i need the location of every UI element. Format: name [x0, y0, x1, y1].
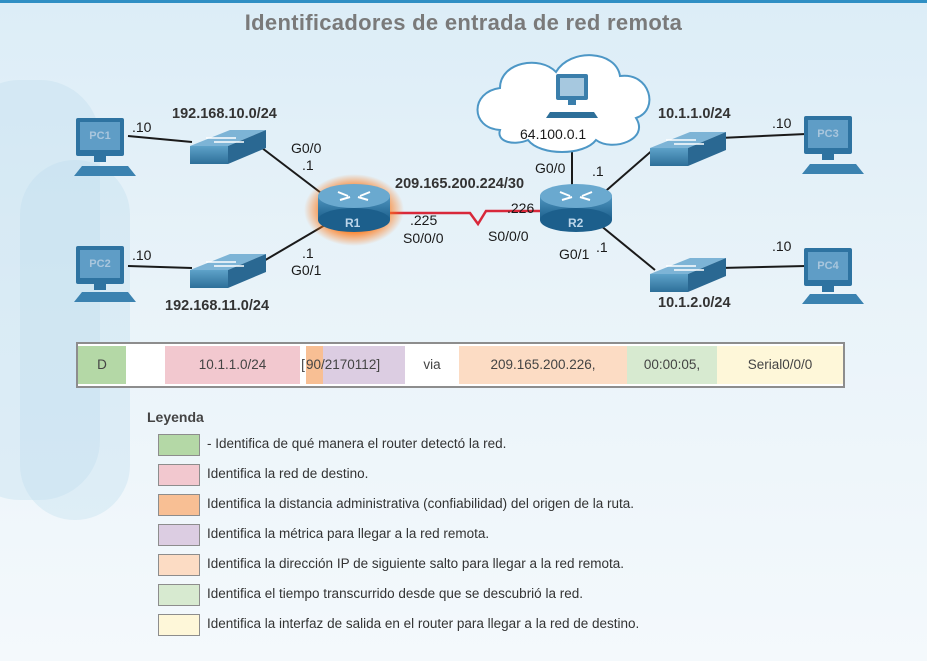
legend-text: Identifica la dirección IP de siguiente …	[207, 556, 624, 571]
pc3-label: PC3	[817, 128, 839, 140]
route-network: 10.1.1.0/24	[165, 346, 300, 384]
pc3-computer	[802, 116, 864, 174]
interface-label: G0/1	[291, 262, 322, 278]
switch-192-168-11	[190, 254, 266, 288]
legend-swatch	[158, 524, 200, 546]
pc1-computer	[74, 118, 136, 176]
serial-link	[390, 209, 545, 227]
legend-swatch	[158, 584, 200, 606]
interface-host-label: .225	[410, 212, 438, 228]
host-label: .10	[132, 247, 152, 263]
legend-text: Identifica la distancia administrativa (…	[207, 496, 634, 511]
interface-label: G0/1	[559, 246, 590, 262]
page-title: Identificadores de entrada de red remota	[244, 10, 683, 35]
network-label: 10.1.2.0/24	[658, 295, 731, 311]
route-via: via	[423, 357, 441, 372]
legend-swatch	[158, 554, 200, 576]
legend-title: Leyenda	[147, 409, 204, 425]
interface-label: G0/0	[535, 160, 566, 176]
interface-host-label: .1	[302, 245, 314, 261]
serial-network-label: 209.165.200.224/30	[395, 176, 525, 192]
top-accent-line	[0, 0, 927, 3]
legend-text: Identifica la métrica para llegar a la r…	[207, 526, 490, 541]
interface-host-label: .1	[596, 239, 608, 255]
interface-host-label: .226	[507, 200, 535, 216]
host-label: .10	[132, 119, 152, 135]
interface-host-label: .1	[592, 163, 604, 179]
background-decoration	[20, 160, 130, 520]
legend-swatch	[158, 494, 200, 516]
host-label: .10	[772, 115, 792, 131]
legend-text: Identifica la red de destino.	[207, 466, 369, 481]
legend-swatch	[158, 464, 200, 486]
interface-label: S0/0/0	[403, 230, 444, 246]
legend-text: Identifica el tiempo transcurrido desde …	[207, 586, 583, 601]
legend-swatch	[158, 434, 200, 456]
router-r2	[540, 184, 612, 232]
interface-label: S0/0/0	[488, 228, 529, 244]
interface-host-label: .1	[302, 157, 314, 173]
route-time: 00:00:05,	[627, 346, 717, 384]
route-next-hop: 209.165.200.226,	[459, 346, 627, 384]
interface-label: G0/0	[291, 140, 322, 156]
route-entry-row: D 10.1.1.0/24 [ 90/2170112] via 209.165.…	[76, 342, 845, 388]
internet-address-label: 64.100.0.1	[520, 126, 587, 142]
route-interface: Serial0/0/0	[717, 346, 843, 384]
pc1-label: PC1	[89, 130, 111, 142]
r2-label: R2	[568, 216, 584, 230]
pc2-computer	[74, 246, 136, 302]
internet-host-computer	[546, 74, 598, 118]
router-r1	[318, 184, 390, 232]
legend-swatch	[158, 614, 200, 636]
network-topology	[74, 54, 864, 304]
r1-label: R1	[345, 216, 361, 230]
route-code: D	[78, 346, 126, 384]
pc4-label: PC4	[817, 260, 839, 272]
network-label: 10.1.1.0/24	[658, 106, 731, 122]
legend-text: Identifica la interfaz de salida en el r…	[207, 616, 640, 631]
pc4-computer	[802, 248, 864, 304]
switch-192-168-10	[190, 130, 266, 164]
route-admin-distance	[306, 346, 323, 384]
pc2-label: PC2	[89, 258, 111, 270]
network-label: 192.168.10.0/24	[172, 106, 277, 122]
switch-10-1-2	[650, 258, 726, 292]
route-metric: 90/2170112]	[306, 346, 405, 384]
route-bracket: [	[301, 357, 305, 372]
host-label: .10	[772, 238, 792, 254]
network-label: 192.168.11.0/24	[165, 298, 270, 314]
legend-text: - Identifica de qué manera el router det…	[207, 436, 507, 451]
switch-10-1-1	[650, 132, 726, 166]
internet-cloud	[476, 54, 651, 153]
route-ad-metric-text: 90/2170112]	[306, 357, 381, 372]
